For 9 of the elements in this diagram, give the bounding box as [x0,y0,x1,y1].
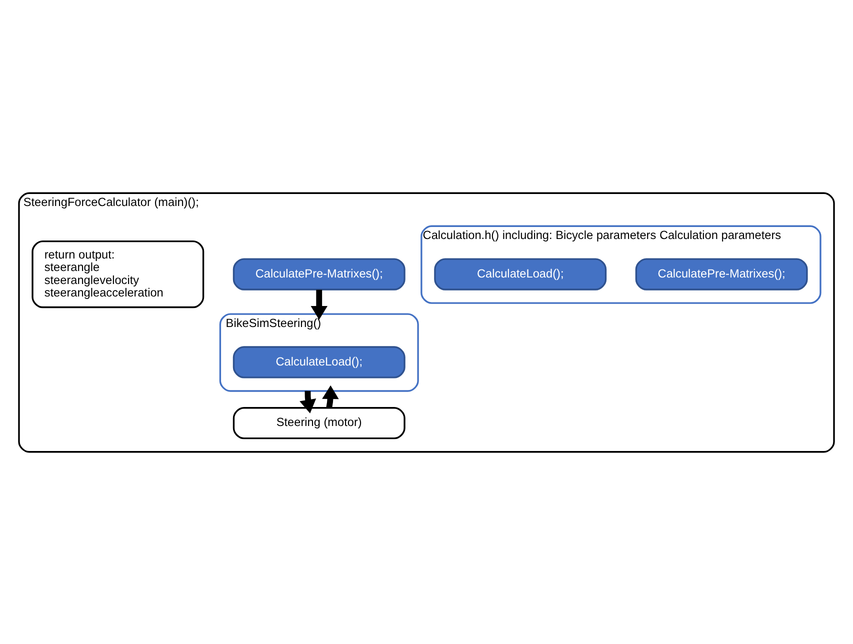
node-box: CalculatePre-Matrixes(); [635,258,808,290]
arrow [300,390,316,413]
node-box: CalculateLoad(); [232,346,406,378]
node-box: Steering (motor) [232,406,406,439]
node-box: CalculatePre-Matrixes(); [232,258,406,290]
node-box: CalculateLoad(); [434,258,607,290]
arrow [310,289,328,320]
arrow [322,384,339,408]
node-box: return output: steerangle steeranglevelocity steerangleacceleration [32,240,204,308]
